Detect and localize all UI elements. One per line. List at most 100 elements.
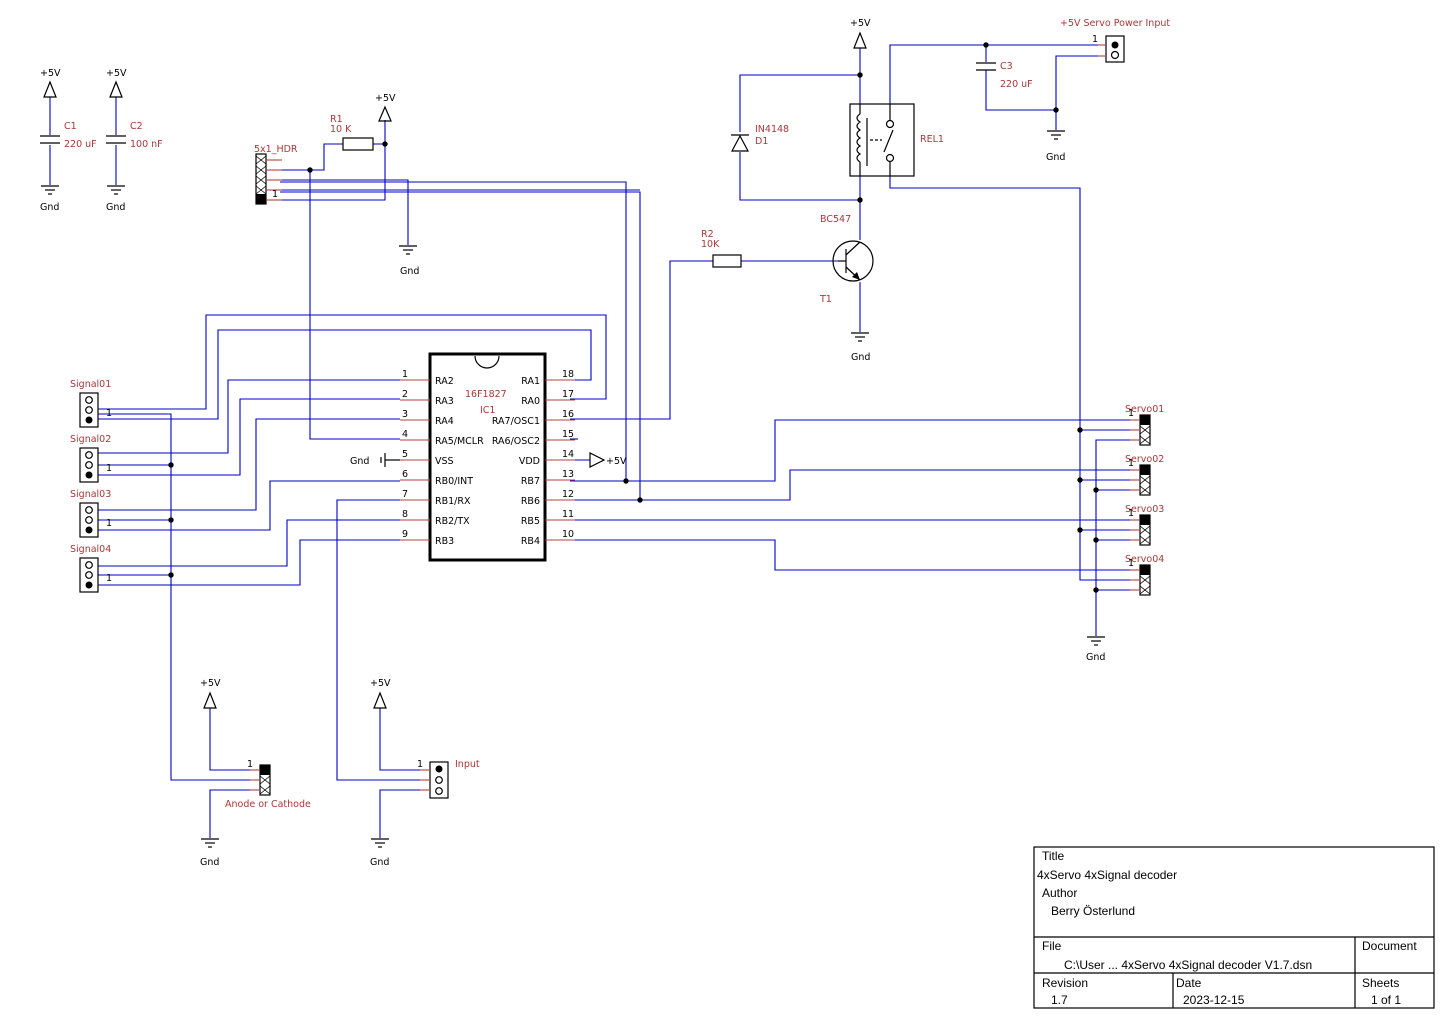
svg-text:T1: T1 <box>819 294 832 305</box>
vcc-symbols: +5V +5V +5V +5V +5V +5V +5V <box>40 18 871 709</box>
svg-text:+5V: +5V <box>200 678 221 689</box>
ic1-pin-number: 1 <box>402 369 408 380</box>
svg-text:R2: R2 <box>701 229 714 240</box>
svg-text:+5V Servo Power Input: +5V Servo Power Input <box>1060 18 1170 29</box>
svg-text:C2: C2 <box>130 121 143 132</box>
svg-text:100 nF: 100 nF <box>130 139 163 150</box>
ic1-pin-name: RB7 <box>521 476 540 487</box>
ic1-pin-number: 2 <box>402 389 408 400</box>
ic1-pin-name: RA3 <box>435 396 454 407</box>
anode-cathode-connector: Anode or Cathode 1 <box>225 759 311 810</box>
vcc-anode: +5V <box>200 678 221 709</box>
resistor-r1: R1 10 K <box>330 114 374 151</box>
gnd-servos: Gnd <box>1086 636 1105 663</box>
svg-text:+5V: +5V <box>106 68 127 79</box>
svg-text:1 of 1: 1 of 1 <box>1371 993 1401 1007</box>
signal-connectors: Signal01 1 Signal02 1 Signal03 1 Signal0… <box>70 379 112 593</box>
ic1-pin-number: 13 <box>562 469 574 480</box>
svg-text:Gnd: Gnd <box>851 352 870 363</box>
svg-text:10K: 10K <box>701 239 720 250</box>
svg-text:10 K: 10 K <box>330 124 352 135</box>
svg-text:Gnd: Gnd <box>400 266 419 277</box>
ic1-pin-number: 15 <box>562 429 574 440</box>
ic1-right-pins: 18RA117RA016RA7/OSC115RA6/OSC214VDD13RB7… <box>492 369 575 547</box>
svg-text:+5V: +5V <box>375 93 396 104</box>
svg-text:2023-12-15: 2023-12-15 <box>1183 993 1245 1007</box>
ic1-pin-number: 8 <box>402 509 408 520</box>
svg-text:1: 1 <box>1128 508 1134 519</box>
ic1-pin-number: 5 <box>402 449 408 460</box>
capacitor-c2: C2 100 nF <box>106 121 163 150</box>
gnd-c3: Gnd <box>1046 130 1065 163</box>
svg-text:Anode or Cathode: Anode or Cathode <box>225 799 311 810</box>
ic1-pin-name: RB5 <box>521 516 540 527</box>
ic1-pin-number: 10 <box>562 529 574 540</box>
ic1-pin-name: RB6 <box>521 496 540 507</box>
svg-text:Revision: Revision <box>1042 976 1088 990</box>
ic1-pin-name: RB3 <box>435 536 454 547</box>
svg-text:Document: Document <box>1362 939 1417 953</box>
ic1-pin-name: RB4 <box>521 536 540 547</box>
gnd-hdr: Gnd <box>399 245 419 277</box>
servo01: Servo01 1 <box>1125 404 1164 446</box>
ic1-pin-name: RB2/TX <box>435 516 470 527</box>
signal03: Signal03 1 <box>70 489 112 538</box>
svg-text:Author: Author <box>1042 886 1077 900</box>
capacitor-c3: C3 220 uF <box>976 61 1033 90</box>
svg-text:1: 1 <box>272 189 278 200</box>
ic1-pin-name: RA0 <box>521 396 540 407</box>
diode-d1: IN4148 D1 <box>731 124 789 152</box>
servo-connectors: Servo01 1 Servo02 1 Servo03 1 Servo04 1 <box>1125 404 1164 596</box>
ic1-pin-number: 6 <box>402 469 408 480</box>
svg-text:C1: C1 <box>64 121 77 132</box>
gnd-c2: Gnd <box>106 185 125 213</box>
resistor-r2: R2 10K <box>701 229 742 268</box>
svg-text:Signal03: Signal03 <box>70 489 111 500</box>
svg-text:1: 1 <box>1128 408 1134 419</box>
svg-text:Servo02: Servo02 <box>1125 454 1164 465</box>
svg-text:1: 1 <box>417 759 423 770</box>
wires <box>49 44 1130 838</box>
vcc-ic-vdd: +5V <box>589 452 627 468</box>
svg-text:Sheets: Sheets <box>1362 976 1399 990</box>
vcc-c2: +5V <box>106 68 127 98</box>
svg-text:BC547: BC547 <box>820 214 851 225</box>
svg-text:4xServo 4xSignal decoder: 4xServo 4xSignal decoder <box>1037 868 1177 882</box>
svg-text:+5V: +5V <box>606 456 627 467</box>
svg-text:+5V: +5V <box>40 68 61 79</box>
svg-text:+5V: +5V <box>370 678 391 689</box>
ic1-pin-number: 14 <box>562 449 574 460</box>
svg-text:Signal04: Signal04 <box>70 544 111 555</box>
ic1-pin-number: 18 <box>562 369 574 380</box>
svg-text:Berry Österlund: Berry Österlund <box>1051 904 1135 918</box>
svg-text:16F1827: 16F1827 <box>465 389 507 400</box>
signal02: Signal02 1 <box>70 434 112 483</box>
ic1-pin-number: 11 <box>562 509 574 520</box>
servo-power-input: +5V Servo Power Input 1 <box>1060 18 1170 63</box>
ic1-pin-name: RA7/OSC1 <box>492 416 540 427</box>
svg-text:C3: C3 <box>1000 61 1013 72</box>
servo03: Servo03 1 <box>1125 504 1164 546</box>
svg-text:Gnd: Gnd <box>200 857 219 868</box>
svg-text:R1: R1 <box>330 114 343 125</box>
ic1-pin-name: RB1/RX <box>435 496 471 507</box>
svg-text:1: 1 <box>106 463 112 474</box>
svg-text:+5V: +5V <box>850 18 871 29</box>
svg-text:Servo04: Servo04 <box>1125 554 1164 565</box>
svg-text:Date: Date <box>1176 976 1202 990</box>
ic1-pin-name: RB0/INT <box>435 476 473 487</box>
svg-text:Gnd: Gnd <box>350 456 369 467</box>
